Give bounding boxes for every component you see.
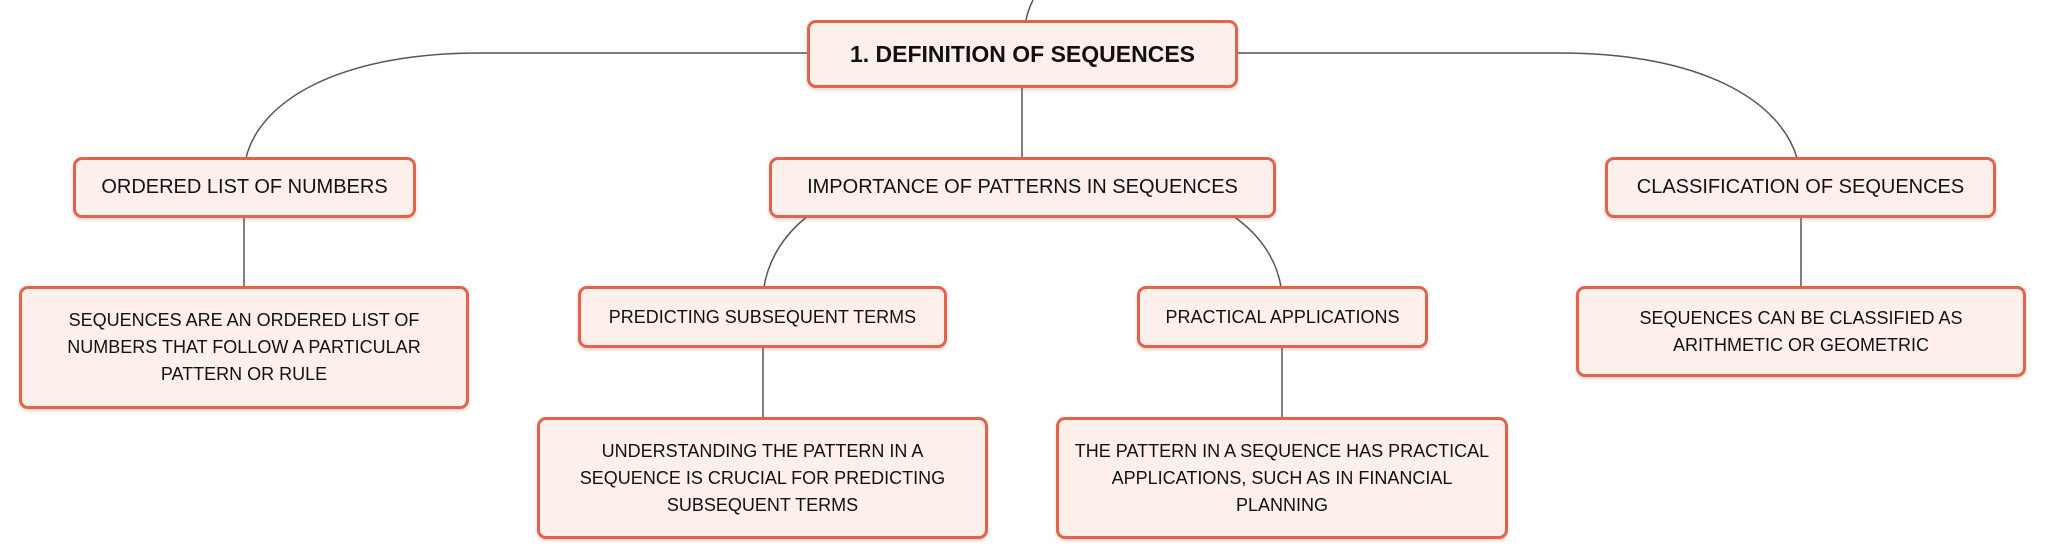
- detail-text: SEQUENCES CAN BE CLASSIFIED AS ARITHMETI…: [1639, 307, 1963, 355]
- node-predicting-subsequent-terms[interactable]: PREDICTING SUBSEQUENT TERMS: [578, 286, 947, 348]
- node-ordered-list[interactable]: ORDERED LIST OF NUMBERS: [73, 157, 416, 218]
- node-importance-of-patterns[interactable]: IMPORTANCE OF PATTERNS IN SEQUENCES: [769, 157, 1276, 218]
- connector-importance-to-practical: [1232, 215, 1282, 288]
- detail-classification[interactable]: SEQUENCES CAN BE CLASSIFIED AS ARITHMETI…: [1576, 286, 2026, 377]
- root-node[interactable]: 1. DEFINITION OF SEQUENCES: [807, 20, 1238, 88]
- detail-text: THE PATTERN IN A SEQUENCE HAS PRACTICAL …: [1074, 440, 1490, 515]
- detail-practical-applications[interactable]: THE PATTERN IN A SEQUENCE HAS PRACTICAL …: [1056, 417, 1508, 539]
- connector-root-to-classification: [1237, 52, 1798, 159]
- node-practical-applications[interactable]: PRACTICAL APPLICATIONS: [1137, 286, 1428, 348]
- node-label: CLASSIFICATION OF SEQUENCES: [1636, 176, 1965, 198]
- connector-parent-to-root: [1025, 0, 1034, 21]
- node-label: IMPORTANCE OF PATTERNS IN SEQUENCES: [807, 176, 1238, 198]
- connector-importance-to-predicting: [763, 215, 809, 288]
- detail-ordered-list[interactable]: SEQUENCES ARE AN ORDERED LIST OF NUMBERS…: [19, 286, 469, 409]
- node-label: ORDERED LIST OF NUMBERS: [101, 176, 388, 198]
- detail-text: SEQUENCES ARE AN ORDERED LIST OF NUMBERS…: [67, 310, 421, 384]
- detail-predicting-subsequent-terms[interactable]: UNDERSTANDING THE PATTERN IN A SEQUENCE …: [537, 417, 988, 539]
- connector-root-to-ordered-list: [245, 52, 809, 159]
- node-label: PREDICTING SUBSEQUENT TERMS: [608, 306, 917, 327]
- node-label: PRACTICAL APPLICATIONS: [1165, 306, 1400, 327]
- node-classification[interactable]: CLASSIFICATION OF SEQUENCES: [1605, 157, 1996, 218]
- detail-text: UNDERSTANDING THE PATTERN IN A SEQUENCE …: [579, 440, 946, 515]
- root-label: 1. DEFINITION OF SEQUENCES: [849, 40, 1196, 67]
